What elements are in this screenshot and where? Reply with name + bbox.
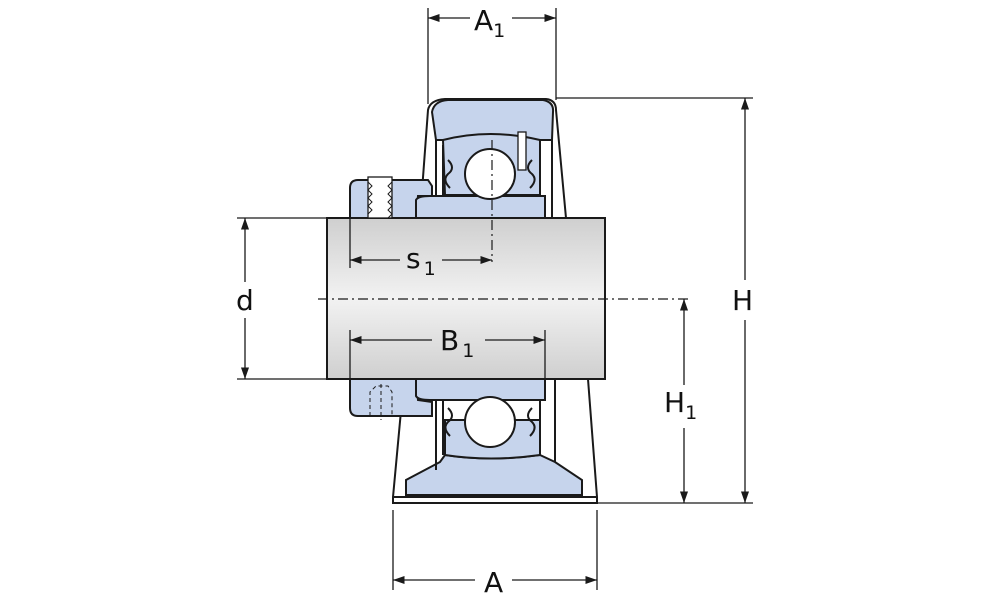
locking-collar-top: [349, 176, 546, 219]
dimension-A1: A1: [427, 4, 557, 104]
dimension-d: d: [236, 217, 327, 380]
svg-text:H1: H1: [664, 386, 697, 424]
svg-text:A1: A1: [474, 4, 505, 42]
grease-nipple-channel: [517, 131, 527, 171]
svg-text:A: A: [484, 566, 503, 599]
ball-top: [444, 148, 536, 200]
dimension-H: H: [556, 97, 753, 504]
svg-text:B1: B1: [440, 324, 474, 362]
svg-text:H: H: [732, 284, 753, 317]
dimension-A: A: [392, 510, 598, 599]
svg-text:d: d: [236, 284, 254, 317]
ball-bottom: [444, 396, 536, 448]
locking-collar-bottom: [349, 378, 546, 420]
dimension-H1: H1: [664, 299, 697, 503]
svg-text:s1: s1: [406, 242, 436, 280]
set-screw: [367, 176, 393, 219]
